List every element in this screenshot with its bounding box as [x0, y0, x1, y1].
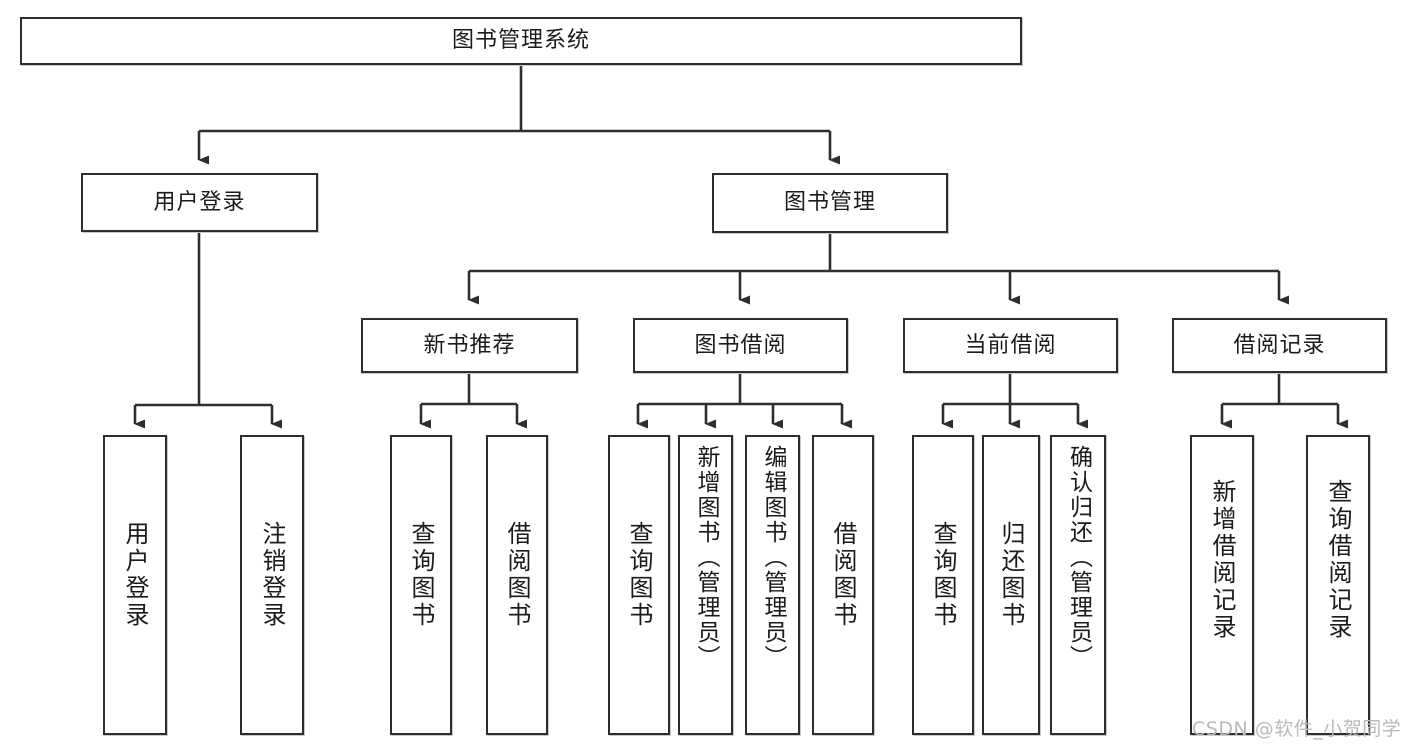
leaf-user-login-label: 用户登录	[121, 521, 149, 629]
node-borrow-record-label: 借阅记录	[1233, 332, 1326, 358]
leaf-query-book-2-label: 查询图书	[625, 521, 653, 629]
leaf-borrow-book-2-label: 借阅图书	[829, 521, 857, 629]
leaf-borrow-book-1[interactable]: 借阅图书	[486, 435, 548, 735]
leaf-query-record[interactable]: 查询借阅记录	[1306, 435, 1370, 735]
node-new-book-recommend-label: 新书推荐	[423, 332, 516, 358]
leaf-add-book[interactable]: 新增图书（管理员）	[678, 435, 733, 735]
node-current-borrow[interactable]: 当前借阅	[903, 318, 1118, 373]
node-user-login[interactable]: 用户登录	[81, 173, 318, 232]
leaf-confirm-return[interactable]: 确认归还（管理员）	[1050, 435, 1106, 735]
leaf-logout-login[interactable]: 注销登录	[240, 435, 304, 735]
leaf-edit-book-label: 编辑图书（管理员）	[760, 445, 786, 670]
node-book-borrow[interactable]: 图书借阅	[633, 318, 848, 373]
node-root-label: 图书管理系统	[451, 28, 590, 54]
leaf-query-book-1-label: 查询图书	[407, 521, 435, 629]
leaf-confirm-return-label: 确认归还（管理员）	[1065, 445, 1092, 670]
leaf-query-book-2[interactable]: 查询图书	[608, 435, 670, 735]
leaf-return-book-label: 归还图书	[997, 521, 1025, 629]
leaf-return-book[interactable]: 归还图书	[982, 435, 1040, 735]
node-new-book-recommend[interactable]: 新书推荐	[361, 318, 578, 373]
csdn-watermark: CSDN @软件_小贺同学	[1192, 718, 1402, 740]
node-book-borrow-label: 图书借阅	[694, 332, 787, 358]
node-root[interactable]: 图书管理系统	[20, 17, 1022, 65]
leaf-edit-book[interactable]: 编辑图书（管理员）	[745, 435, 800, 735]
leaf-add-record-label: 新增借阅记录	[1208, 479, 1236, 641]
node-borrow-record[interactable]: 借阅记录	[1172, 318, 1387, 373]
leaf-query-book-3[interactable]: 查询图书	[912, 435, 974, 735]
leaf-borrow-book-1-label: 借阅图书	[503, 521, 531, 629]
node-user-login-label: 用户登录	[153, 189, 246, 215]
leaf-query-book-3-label: 查询图书	[929, 521, 957, 629]
leaf-add-book-label: 新增图书（管理员）	[693, 445, 719, 670]
leaf-add-record[interactable]: 新增借阅记录	[1190, 435, 1254, 735]
node-current-borrow-label: 当前借阅	[964, 332, 1057, 358]
node-book-manage-label: 图书管理	[783, 190, 876, 216]
leaf-borrow-book-2[interactable]: 借阅图书	[812, 435, 874, 735]
leaf-logout-login-label: 注销登录	[258, 521, 286, 629]
leaf-query-book-1[interactable]: 查询图书	[390, 435, 452, 735]
leaf-user-login[interactable]: 用户登录	[103, 435, 167, 735]
leaf-query-record-label: 查询借阅记录	[1324, 479, 1352, 641]
node-book-manage[interactable]: 图书管理	[712, 173, 948, 233]
